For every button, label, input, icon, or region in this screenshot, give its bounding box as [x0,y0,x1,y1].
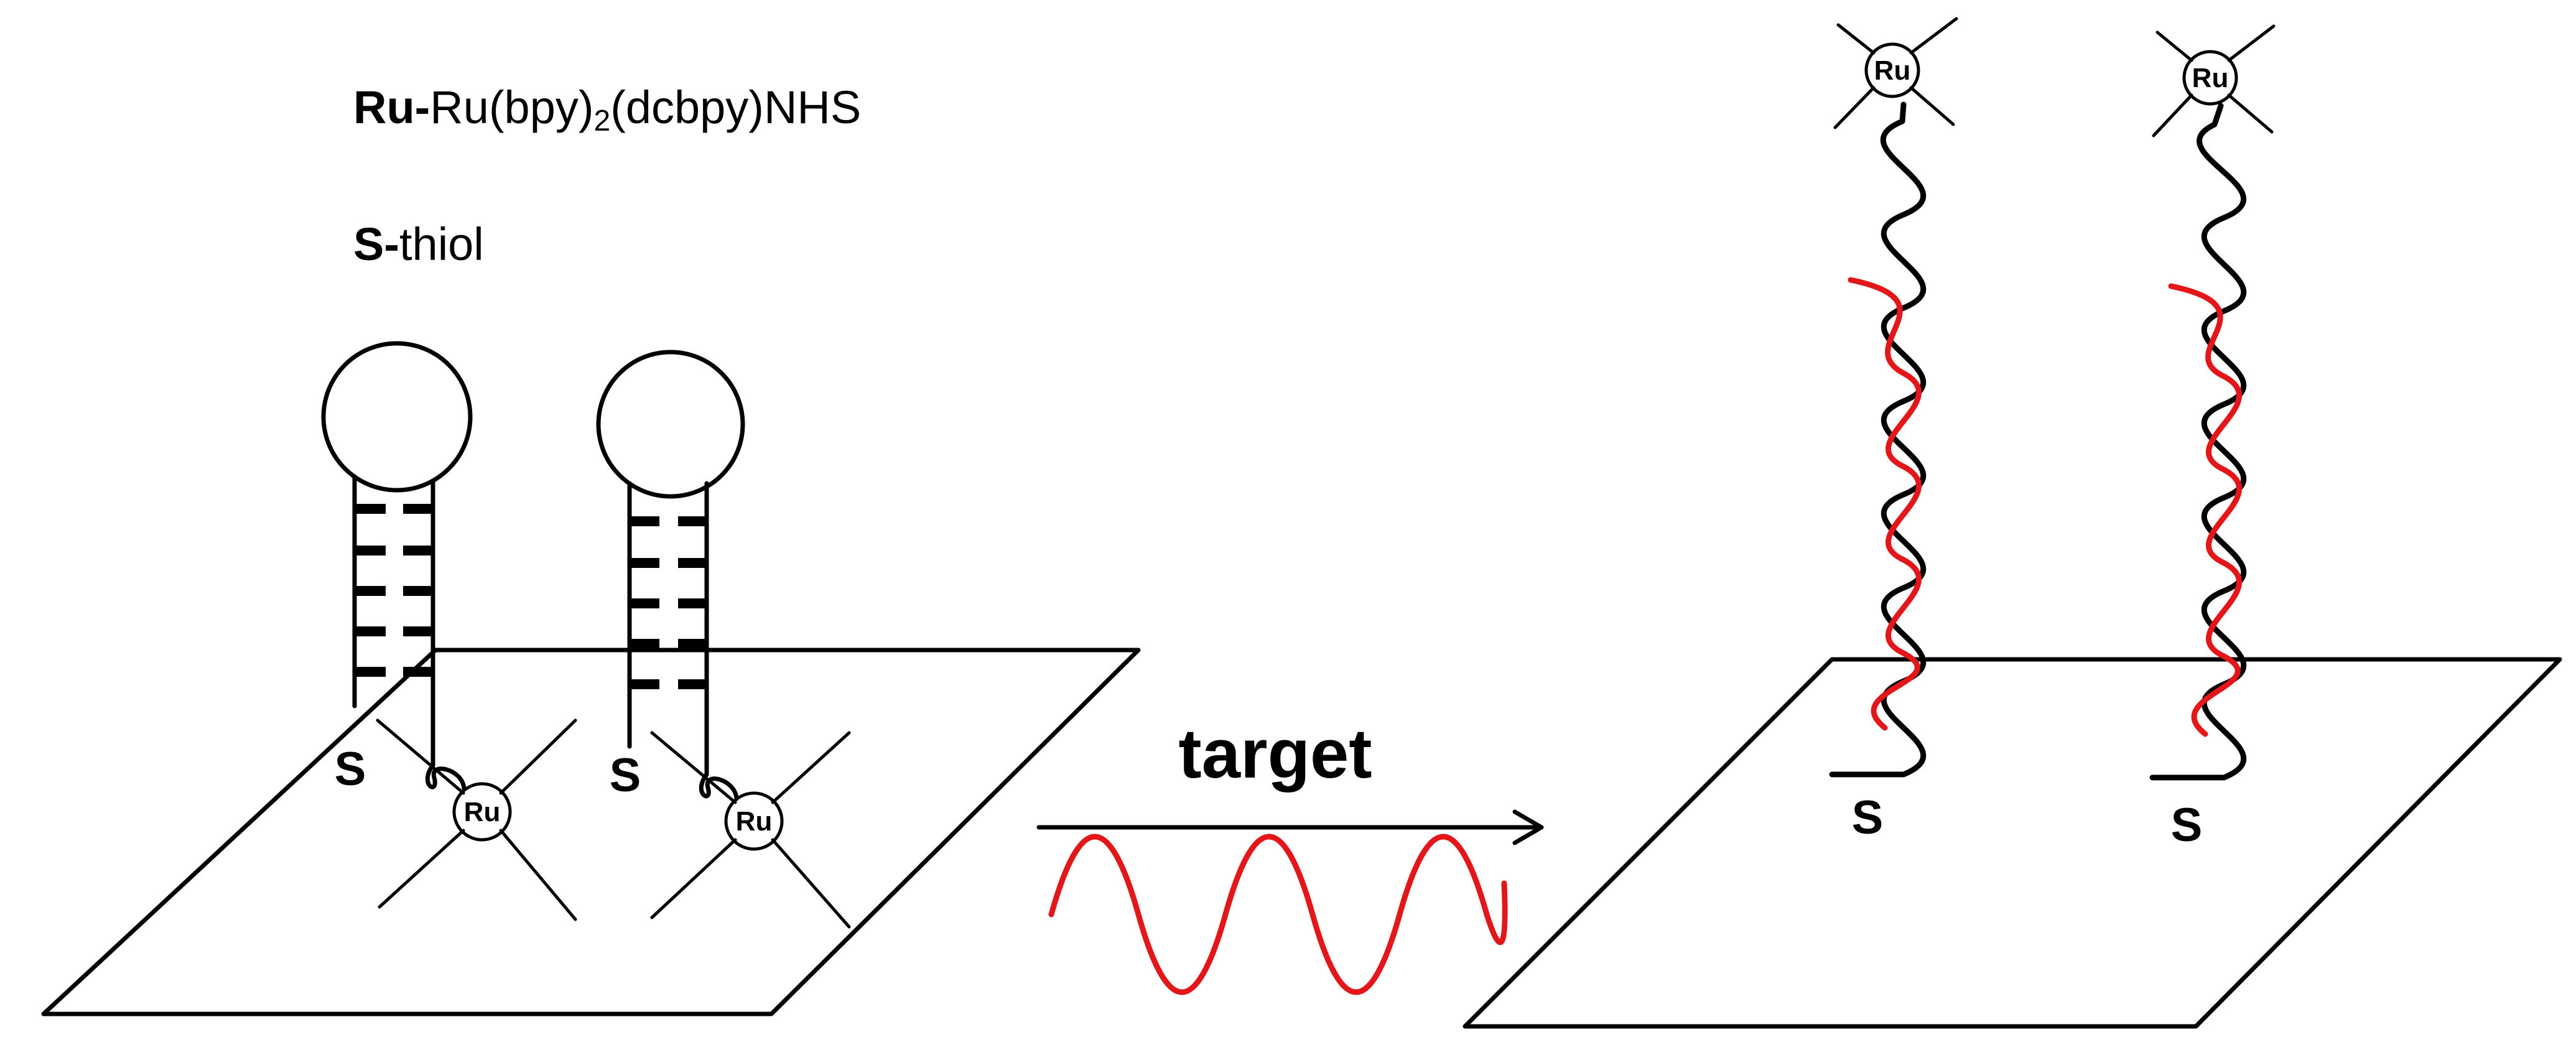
right-surface-plate [1462,657,2562,1029]
duplex-1-target-strand [1848,277,1922,731]
hairpin-probe-2 [596,350,745,801]
base-pairs-2 [630,516,707,689]
ru-ligand-4c [2152,93,2193,137]
ru-text-2: Ru [736,806,773,837]
ru-ligand-1c [499,718,577,795]
ru-ligand-1d [378,829,465,909]
ru-ligand-2a [650,731,737,804]
target-red-sine-wave-icon [1048,834,1508,995]
thiol-label-2: S [610,749,641,802]
base-pairs-1 [355,504,433,677]
legend-s-symbol: S- [353,218,399,270]
ru-ligand-4b [2227,24,2276,62]
ru-label-2 [650,731,851,929]
ru-ligand-1b [499,829,577,921]
legend-ru-name-b: (dcbpy)NHS [610,81,862,133]
legend-ru-name-a: Ru(bpy) [430,81,594,133]
ru-ligand-4d [2227,93,2274,134]
thiol-label-3: S [1852,791,1884,844]
duplex-1-probe-strand [1829,101,1927,778]
ru-ligand-2d [650,838,737,919]
hairpin-loop-2 [596,350,745,499]
ru-circle-4 [2182,50,2238,106]
ru-ligand-3d [1909,86,1955,126]
hairpin-linker-1 [425,763,467,791]
legend-s-name: thiol [399,218,484,270]
ru-ligand-2b [771,838,851,929]
hairpin-linker-2 [699,772,739,801]
ru-text-3: Ru [1874,55,1911,86]
legend-ru-subscript: 2 [593,105,611,137]
legend-ru-symbol: Ru- [353,81,430,133]
duplex-2 [2149,24,2276,781]
hairpin-probe-1 [321,341,473,791]
hairpin-loop-1 [321,341,473,493]
ru-ligand-3b [1909,17,1958,55]
ru-ligand-4a [2155,30,2193,62]
ru-circle-1 [452,782,512,842]
duplex-1 [1829,17,1958,778]
ru-circle-2 [724,791,784,851]
ru-label-1 [376,718,577,921]
left-surface-plate [41,648,1141,1016]
ru-circle-3 [1864,42,1920,98]
legend-ru: Ru-Ru(bpy)2(dcbpy)NHS [353,85,861,136]
ru-text-1: Ru [464,797,501,827]
ru-ligand-3c [1833,86,1876,129]
thiol-label-4: S [2171,799,2203,852]
ru-ligand-1a [376,718,465,795]
duplex-2-probe-strand [2149,103,2247,781]
ru-text-4: Ru [2192,63,2229,93]
target-label: target [1178,715,1372,792]
right-arrow-icon [1512,809,1544,845]
legend-s: S-thiol [353,221,484,267]
ru-ligand-3a [1836,23,1876,55]
thiol-label-1: S [335,743,366,796]
duplex-2-target-strand [2168,283,2242,737]
reaction-arrow [1036,809,1544,845]
ru-ligand-2c [771,731,851,804]
